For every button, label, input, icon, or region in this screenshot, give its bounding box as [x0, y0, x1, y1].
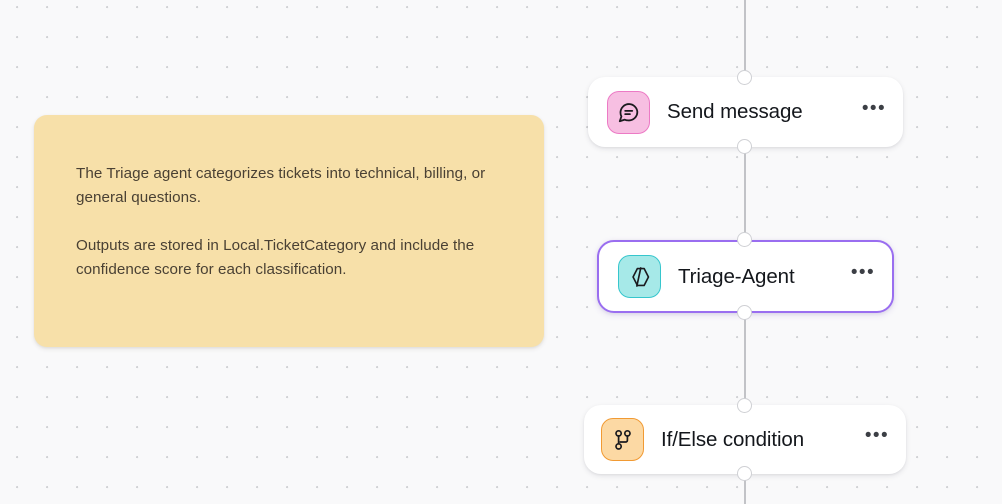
node-label-if-else-condition: If/Else condition — [661, 427, 805, 451]
port-send-message-top[interactable] — [737, 70, 752, 85]
port-if-else-top[interactable] — [737, 398, 752, 413]
edge-send-message-to-triage-agent — [744, 143, 746, 244]
node-menu-if-else-condition[interactable]: ••• — [864, 425, 889, 446]
port-send-message-bottom[interactable] — [737, 139, 752, 154]
port-triage-agent-top[interactable] — [737, 232, 752, 247]
edge-top-into-send-message — [744, 0, 746, 78]
chat-bubble-icon — [607, 90, 650, 134]
agent-hexagon-icon — [618, 255, 661, 298]
node-send-message[interactable]: Send message ••• — [588, 77, 903, 147]
node-if-else-condition[interactable]: If/Else condition ••• — [584, 405, 906, 474]
node-menu-send-message[interactable]: ••• — [861, 97, 886, 119]
node-triage-agent[interactable]: Triage-Agent ••• — [597, 240, 894, 313]
node-label-send-message: Send message — [667, 100, 803, 123]
port-triage-agent-bottom[interactable] — [737, 305, 752, 320]
sticky-note-paragraph-gap — [76, 210, 500, 234]
edge-if-else-downstream — [744, 469, 746, 504]
sticky-note-paragraph-1: The Triage agent categorizes tickets int… — [76, 165, 486, 206]
edge-triage-agent-to-if-else — [744, 309, 746, 409]
branch-icon — [601, 418, 644, 461]
port-if-else-bottom[interactable] — [737, 466, 752, 481]
node-menu-triage-agent[interactable]: ••• — [850, 262, 875, 283]
node-label-triage-agent: Triage-Agent — [678, 264, 795, 288]
sticky-note[interactable]: The Triage agent categorizes tickets int… — [34, 115, 544, 347]
sticky-note-paragraph-2: Outputs are stored in Local.TicketCatego… — [76, 237, 475, 278]
